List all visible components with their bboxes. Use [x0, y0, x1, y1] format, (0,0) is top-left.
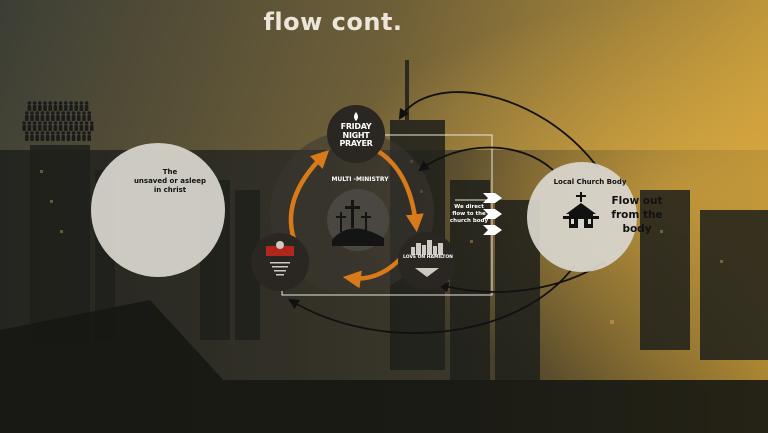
crowd-person	[59, 121, 63, 131]
crowd-person	[67, 111, 71, 121]
crowd-person	[74, 121, 78, 131]
crowd-person	[64, 101, 68, 111]
crowd-person	[41, 131, 45, 141]
crowd-person	[43, 101, 47, 111]
crowd-person	[30, 111, 34, 121]
unsaved-label: The unsaved or asleep in christ	[100, 168, 240, 195]
crowd-person	[77, 131, 81, 141]
crowd-person	[64, 121, 68, 131]
crowd-person	[80, 101, 84, 111]
crowd-person	[25, 111, 29, 121]
crowd-person	[85, 121, 89, 131]
crowd-person	[69, 121, 73, 131]
crowd-person	[72, 131, 76, 141]
crowd-person	[28, 101, 32, 111]
crowd-person	[33, 101, 37, 111]
crowd-person	[54, 101, 58, 111]
flow-out-line1: Flow out	[602, 194, 672, 208]
direct-flow-line3: church body	[444, 218, 494, 225]
flow-out-line2: from the	[602, 208, 672, 222]
crowd-person	[48, 121, 52, 131]
multi-ministry-label: MULTI -MINISTRY	[310, 176, 410, 183]
crowd-person	[38, 101, 42, 111]
crowd-person	[56, 131, 60, 141]
crowd-person	[46, 111, 50, 121]
crowd-person	[59, 101, 63, 111]
crowd-person	[90, 121, 94, 131]
crowd-person	[46, 131, 50, 141]
crowd-person	[87, 111, 91, 121]
crowd-person	[77, 111, 81, 121]
crowd-person	[30, 131, 34, 141]
love-on-hamilton-label: LOVE ON HAMILTON	[402, 255, 454, 260]
crowd-person	[43, 121, 47, 131]
crowd-person	[61, 131, 65, 141]
unsaved-label-line3: in christ	[100, 186, 240, 195]
crowd-person	[33, 121, 37, 131]
crowd-person	[80, 121, 84, 131]
crowd-person	[25, 131, 29, 141]
direct-flow-label: We direct flow to the church body	[444, 204, 494, 225]
unsaved-label-line2: unsaved or asleep	[100, 177, 240, 186]
crowd-person	[22, 121, 26, 131]
crowd-person	[67, 131, 71, 141]
crowd-person	[61, 111, 65, 121]
crowd-person	[87, 131, 91, 141]
crowd-person	[82, 131, 86, 141]
crowd-person	[51, 131, 55, 141]
church-title: Local Church Body	[540, 178, 640, 186]
friday-prayer-line3: PRAYER	[328, 140, 384, 149]
crowd-person	[38, 121, 42, 131]
crowd-person	[72, 111, 76, 121]
direct-flow-line1: We direct	[444, 204, 494, 211]
unsaved-circle	[91, 143, 225, 277]
crowd-person	[41, 111, 45, 121]
unsaved-label-line1: The	[100, 168, 240, 177]
direct-flow-line2: flow to the	[444, 211, 494, 218]
crowd-person	[56, 111, 60, 121]
crowd-person	[82, 111, 86, 121]
crowd-person	[51, 111, 55, 121]
crowd-person	[28, 121, 32, 131]
crowd-person	[35, 111, 39, 121]
flow-out-label: Flow out from the body	[602, 194, 672, 236]
crowd-person	[54, 121, 58, 131]
crowd-person	[74, 101, 78, 111]
crowd-person	[35, 131, 39, 141]
crowd-person	[69, 101, 73, 111]
crowd-person	[48, 101, 52, 111]
crowd-person	[85, 101, 89, 111]
friday-prayer-label: FRIDAY NIGHT PRAYER	[328, 123, 384, 149]
flow-out-line3: body	[602, 222, 672, 236]
page-title: flow cont.	[0, 8, 666, 36]
